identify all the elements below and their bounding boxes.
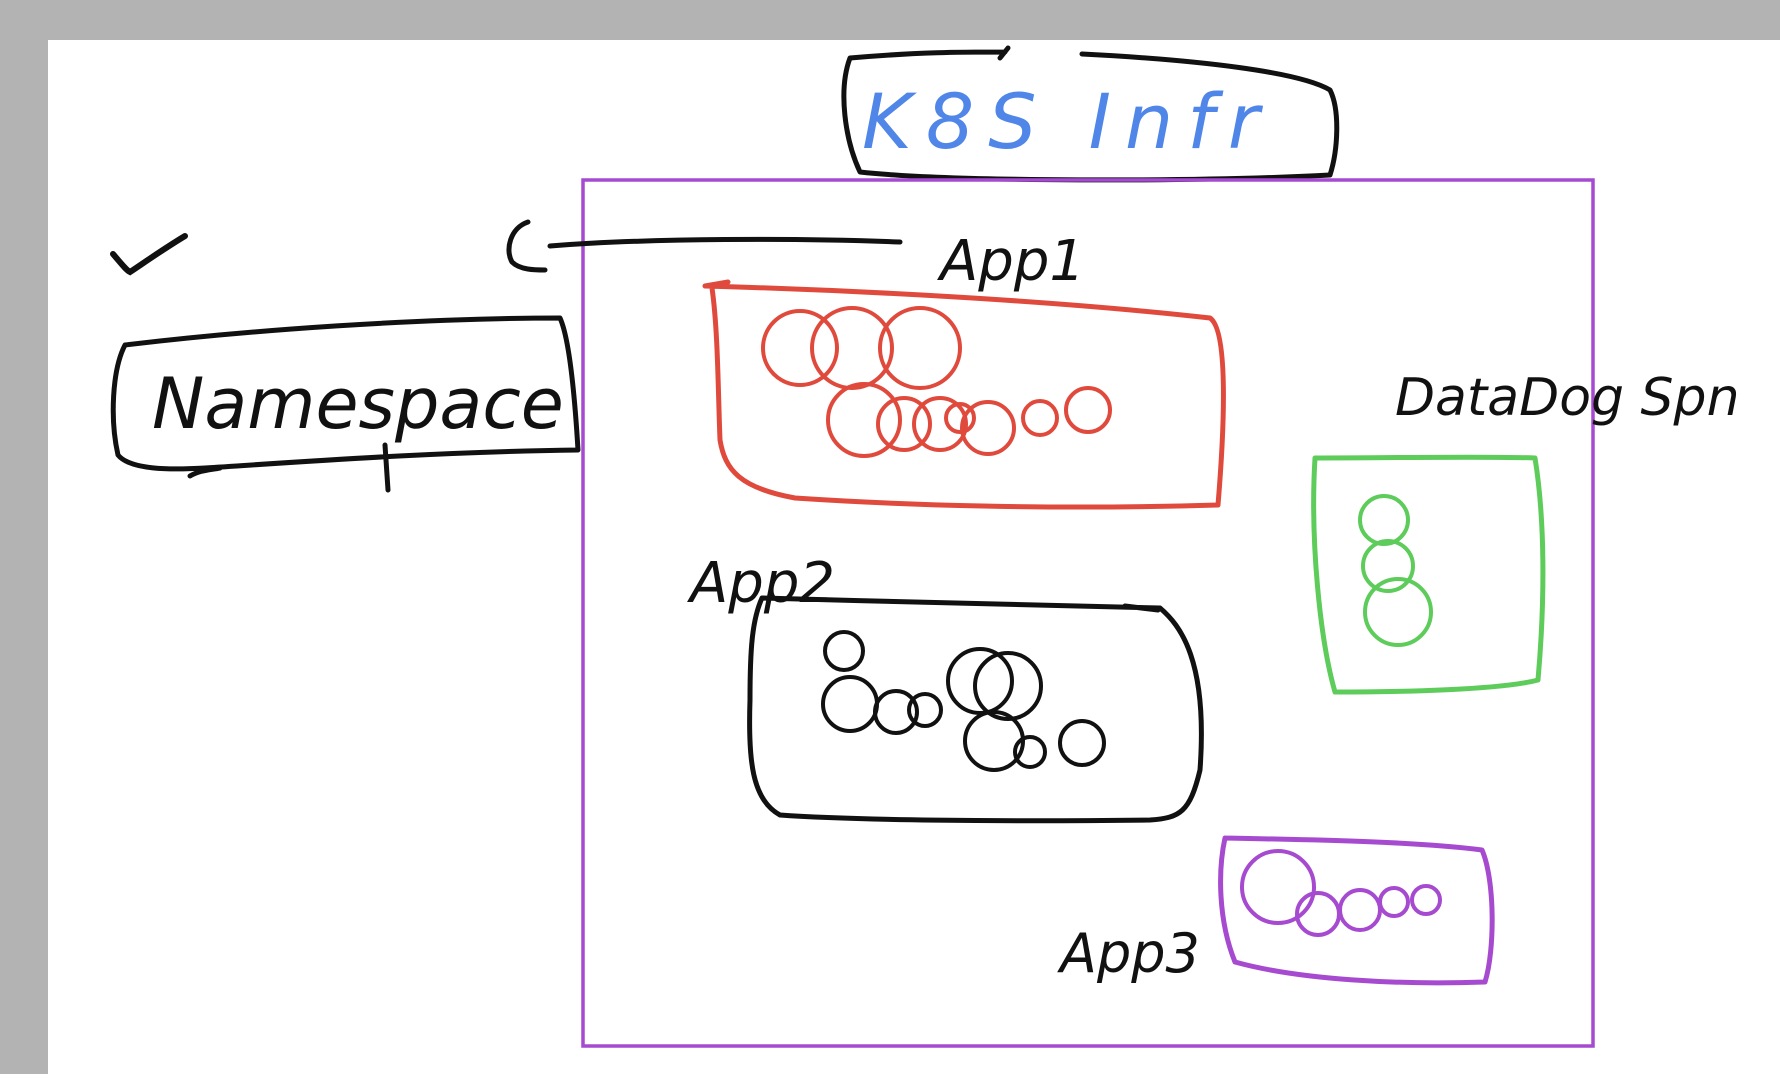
app2-pod-circle	[907, 692, 943, 728]
app2-pod-circle	[823, 630, 865, 672]
app1-pod-circle	[1021, 399, 1059, 437]
app1-pod-circle	[912, 396, 968, 452]
datadog-pod-circle	[1363, 577, 1433, 647]
check-mark-icon	[110, 233, 188, 276]
title-box: K8S Infr	[841, 45, 1340, 183]
app1-pod-circle	[1064, 386, 1112, 434]
namespace-box: Namespace	[110, 315, 581, 493]
datadog-pod-circle	[1361, 539, 1415, 593]
datadog-pods	[1358, 494, 1433, 647]
datadog-pod-circle	[1358, 494, 1410, 546]
app2-box	[747, 595, 1204, 824]
app3-pod-circle	[1240, 849, 1316, 925]
app1-pod-circle	[826, 382, 902, 458]
namespace-label: Namespace	[152, 363, 564, 445]
app3-box	[1218, 835, 1495, 986]
datadog-label: DataDog Spn	[1395, 368, 1740, 428]
app1-pod-circle	[876, 396, 932, 452]
app1-pod-circle	[761, 309, 839, 387]
app3-pod-circle	[1338, 888, 1382, 932]
app3-label: App3	[1057, 922, 1200, 985]
app2-pod-circle	[946, 647, 1014, 715]
app3-pod-circle	[1378, 886, 1410, 918]
app1-pod-circle	[960, 400, 1016, 456]
app3-pod-circle	[1410, 884, 1442, 916]
app2-pod-circle	[973, 651, 1043, 721]
app1-pod-circle	[878, 306, 962, 390]
app1-label: App1	[937, 229, 1085, 294]
app2-pods	[821, 630, 1106, 772]
app2-pod-circle	[1013, 735, 1047, 769]
app2-pod-circle	[873, 689, 919, 735]
namespace-arrow	[506, 219, 903, 273]
title-text: K8S Infr	[862, 77, 1273, 166]
app1-box	[702, 279, 1226, 510]
datadog-box	[1311, 454, 1546, 695]
app1-pods	[761, 306, 1112, 458]
whiteboard-surface	[48, 40, 1780, 1074]
app3-pods	[1240, 849, 1442, 937]
app2-pod-circle	[1058, 719, 1106, 767]
app1-pod-circle	[944, 402, 976, 434]
cluster-boundary	[581, 178, 1595, 1048]
